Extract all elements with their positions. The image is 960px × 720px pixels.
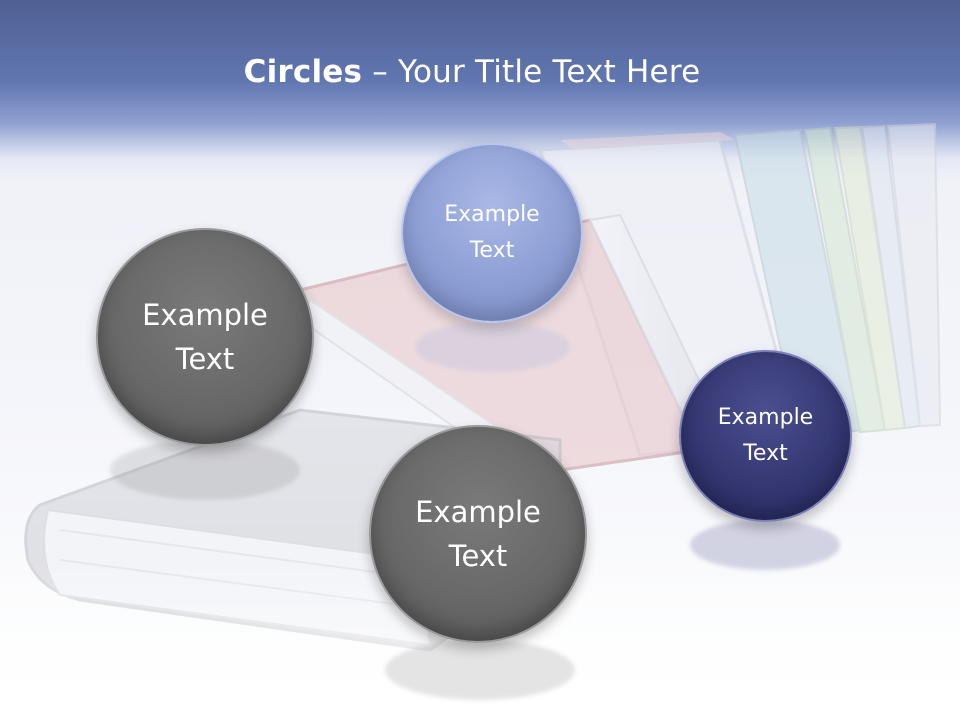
circle-reflection [415, 322, 570, 372]
circle-label-line: Example [415, 495, 541, 529]
circle-left-gray[interactable]: Example Text [96, 228, 314, 446]
circle-right-navy[interactable]: Example Text [679, 350, 852, 522]
circle-label-line: Example [717, 405, 814, 430]
circle-reflection [385, 640, 575, 700]
circle-label-line: Text [469, 238, 515, 263]
circle-label-line: Text [175, 342, 235, 376]
circle-reflection [110, 440, 300, 500]
title-bold-part: Circles [243, 54, 363, 90]
circle-label: Example Text [718, 400, 813, 472]
circle-label: Example Text [415, 490, 541, 578]
circle-label-line: Text [743, 441, 788, 466]
circle-reflection [690, 520, 840, 570]
circle-bottom-gray[interactable]: Example Text [369, 425, 587, 643]
circle-label: Example Text [444, 197, 539, 269]
circle-label-line: Example [444, 202, 540, 227]
circle-label: Example Text [142, 293, 268, 381]
circle-top-blue[interactable]: Example Text [401, 143, 583, 323]
title-rest-part: – Your Title Text Here [362, 54, 701, 90]
circle-label-line: Text [448, 539, 508, 573]
circle-label-line: Example [142, 298, 268, 332]
slide-title: Circles – Your Title Text Here [0, 54, 944, 90]
